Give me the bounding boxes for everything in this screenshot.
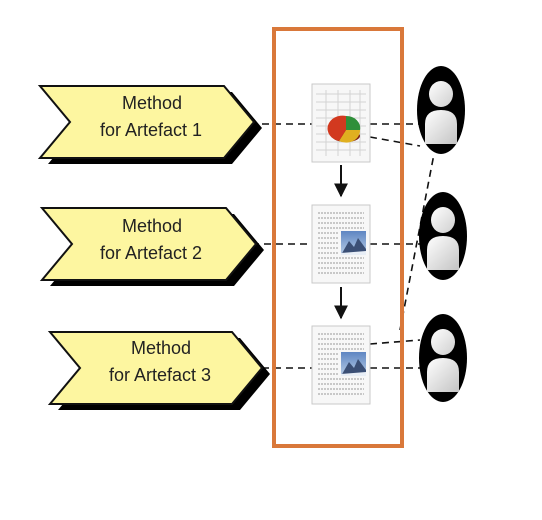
method-chevron-shape [39, 207, 258, 281]
method-label-line1: Method [122, 216, 182, 236]
connector-lines [250, 123, 435, 369]
connector-artefact1-actor1-b [369, 136, 421, 147]
artefact-2-document-icon[interactable] [311, 204, 371, 284]
method-label-line2: for Artefact 1 [100, 120, 202, 140]
text-lines [318, 212, 364, 274]
person-icon [419, 192, 467, 280]
text-lines [318, 333, 364, 395]
connector-artefact3-actor3-b [369, 339, 421, 345]
pie-chart-icon [327, 115, 361, 143]
method-label-line2: for Artefact 2 [100, 243, 202, 263]
artefact-3-document-icon[interactable] [311, 325, 371, 405]
method-chevron-shape [47, 331, 264, 405]
person-icon [419, 314, 467, 402]
method-label-line1: Method [122, 93, 182, 113]
connector-diagonal [399, 153, 435, 331]
method-chevron-shape [37, 85, 256, 159]
method-label-line2: for Artefact 3 [109, 365, 211, 385]
artefact-container [272, 27, 404, 448]
method-chevron-2[interactable]: Method for Artefact 2 [39, 207, 264, 286]
method-label-line1: Method [131, 338, 191, 358]
method-chevron-1[interactable]: Method for Artefact 1 [37, 85, 262, 164]
landscape-image-icon [341, 352, 366, 376]
method-chevron-3[interactable]: Method for Artefact 3 [47, 331, 270, 410]
person-icon [417, 66, 465, 154]
artefact-1-spreadsheet-icon[interactable] [311, 83, 371, 163]
landscape-image-icon [341, 231, 366, 255]
